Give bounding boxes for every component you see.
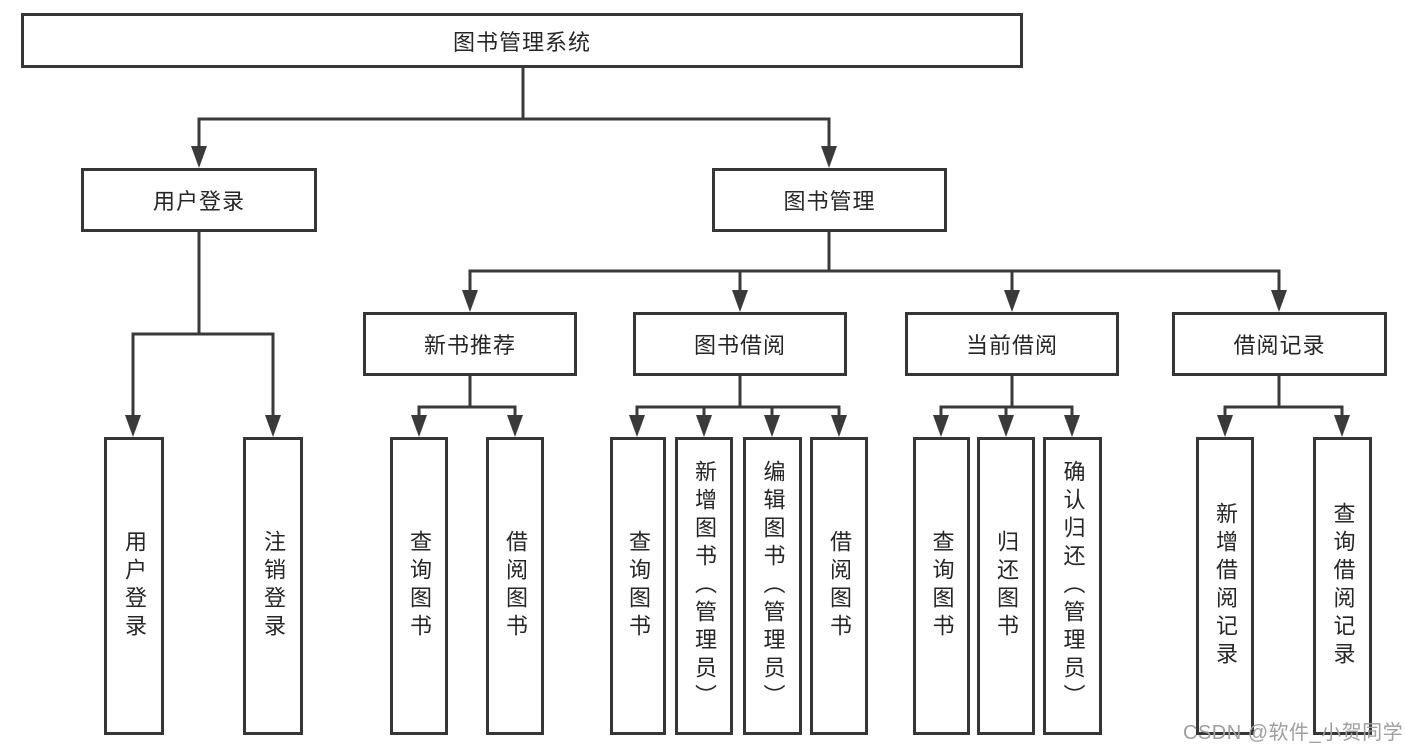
- arrowheads: [125, 146, 1350, 437]
- leaf-label: 查询借阅记录: [1330, 502, 1356, 670]
- leaf-label: 注销登录: [261, 530, 286, 642]
- connector-records-to-leaves: [1223, 374, 1344, 421]
- node-label: 图书借阅: [693, 333, 786, 358]
- leaf-label: 查询图书: [929, 530, 955, 642]
- node-label: 当前借阅: [965, 333, 1058, 358]
- leaf-query-borrow-record: 查询借阅记录: [1313, 437, 1372, 735]
- node-label: 图书管理系统: [452, 29, 591, 55]
- connector-root-to-level2: [197, 66, 831, 152]
- leaf-label: 查询图书: [407, 530, 432, 642]
- leaf-borrow-books-recommend: 借阅图书: [486, 437, 544, 735]
- node-user-login: 用户登录: [81, 168, 317, 232]
- node-book-borrowing: 图书借阅: [633, 312, 847, 376]
- node-book-management: 图书管理: [712, 168, 947, 232]
- node-label: 图书管理: [783, 189, 876, 214]
- leaf-add-borrow-record: 新增借阅记录: [1196, 437, 1254, 735]
- leaf-label: 借阅图书: [827, 530, 852, 642]
- leaf-query-books-recommend: 查询图书: [390, 437, 448, 735]
- leaf-label: 确认归还（管理员）: [1060, 460, 1086, 712]
- csdn-watermark: CSDN @软件_小贺同学: [1183, 722, 1404, 744]
- leaf-label: 用户登录: [122, 530, 147, 642]
- leaf-label: 借阅图书: [503, 530, 528, 642]
- leaf-label: 归还图书: [994, 530, 1019, 642]
- leaf-return-books: 归还图书: [977, 437, 1035, 735]
- leaf-add-books-admin: 新增图书（管理员）: [675, 437, 733, 735]
- leaf-logout: 注销登录: [243, 437, 303, 735]
- leaf-user-login: 用户登录: [104, 437, 164, 735]
- node-label: 借阅记录: [1233, 333, 1326, 358]
- node-label: 新书推荐: [423, 333, 516, 358]
- node-current-borrowing: 当前借阅: [905, 312, 1119, 376]
- leaf-confirm-return-admin: 确认归还（管理员）: [1043, 437, 1102, 735]
- connector-bookborrow-to-leaves: [635, 374, 841, 421]
- leaf-borrow-books: 借阅图书: [810, 437, 868, 735]
- leaf-edit-books-admin: 编辑图书（管理员）: [743, 437, 802, 735]
- leaf-query-books-current: 查询图书: [913, 437, 970, 735]
- node-borrowing-records: 借阅记录: [1172, 312, 1387, 376]
- leaf-label: 查询图书: [626, 530, 651, 642]
- connector-userlogin-to-leaves: [131, 230, 275, 421]
- node-book-management-system: 图书管理系统: [21, 13, 1023, 68]
- connector-bookmgmt-to-level3: [468, 230, 1281, 296]
- leaf-label: 新增图书（管理员）: [692, 460, 717, 712]
- node-label: 用户登录: [152, 189, 245, 214]
- leaf-label: 编辑图书（管理员）: [760, 460, 786, 712]
- connector-currentborrow-to-leaves: [939, 374, 1074, 421]
- connector-newbook-to-leaves: [417, 374, 517, 421]
- leaf-label: 新增借阅记录: [1213, 502, 1238, 670]
- leaf-query-books-borrow: 查询图书: [610, 437, 666, 735]
- node-new-book-recommend: 新书推荐: [363, 312, 577, 376]
